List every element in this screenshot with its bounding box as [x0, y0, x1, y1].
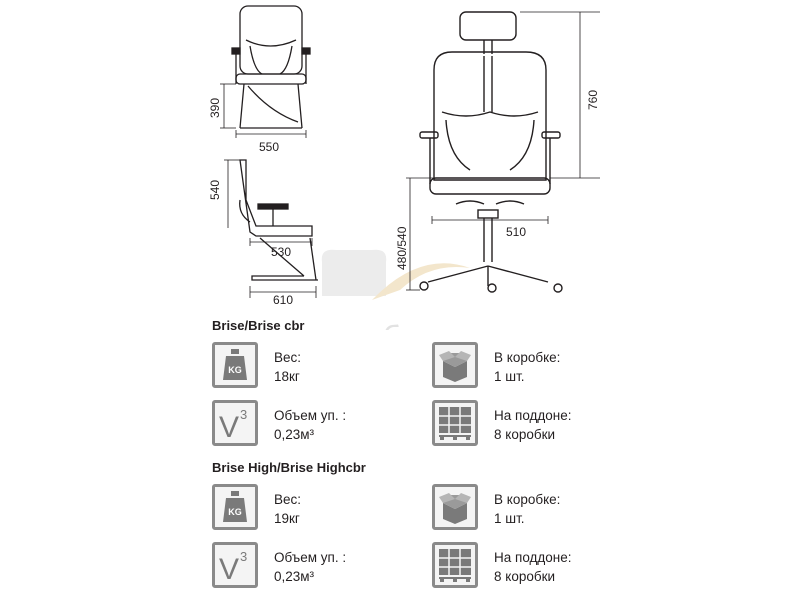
svg-text:V: V: [219, 411, 239, 441]
volume-v3-icon: V 3: [212, 542, 258, 588]
spec-weight: KG Вес: 19кг: [212, 484, 432, 534]
svg-text:3: 3: [240, 549, 247, 564]
spec-label: В коробке:: [494, 350, 561, 365]
svg-text:KG: KG: [228, 507, 242, 517]
watermark-logo: мебеласка: [321, 249, 518, 330]
spec-volume: V 3 Объем уп. : 0,23м³: [212, 400, 432, 450]
front-view-drawing: [231, 5, 311, 129]
high-back-drawing: [419, 11, 563, 293]
box-icon: [432, 342, 478, 388]
svg-text:KG: KG: [228, 365, 242, 375]
dim-side-total-depth: 610: [273, 293, 293, 307]
side-view-drawing: [239, 159, 318, 281]
spec-label: На поддоне:: [494, 408, 572, 423]
dim-front-width: 550: [259, 140, 279, 154]
watermark-text: мебеласка: [340, 321, 518, 330]
svg-text:V: V: [219, 553, 239, 583]
spec-box-count: В коробке: 1 шт.: [432, 342, 652, 392]
weight-kg-icon: KG: [212, 484, 258, 530]
spec-label: Вес:: [274, 492, 302, 507]
svg-text:3: 3: [240, 407, 247, 422]
pallet-icon: [432, 542, 478, 588]
high-dimension-lines: [406, 11, 600, 291]
spec-label: В коробке:: [494, 492, 561, 507]
spec-label: Объем уп. :: [274, 408, 347, 423]
spec-box-count: В коробке: 1 шт.: [432, 484, 652, 534]
spec-pallet: На поддоне: 8 коробки: [432, 542, 652, 592]
dim-high-seat-height: 480/540: [395, 226, 409, 270]
dim-side-back-height: 540: [208, 180, 222, 200]
model-title: Brise High/Brise Highcbr: [212, 460, 366, 475]
side-dimension-lines: [224, 159, 317, 298]
volume-v3-icon: V 3: [212, 400, 258, 446]
spec-label: На поддоне:: [494, 550, 572, 565]
chair-drawings: мебеласка 390 550: [208, 5, 600, 330]
box-icon: [432, 484, 478, 530]
spec-value: 1 шт.: [494, 369, 525, 384]
dim-high-width: 510: [506, 225, 526, 239]
spec-label: Объем уп. :: [274, 550, 347, 565]
front-dimension-lines: [220, 83, 307, 138]
spec-label: Вес:: [274, 350, 302, 365]
spec-weight: KG Вес: 18кг: [212, 342, 432, 392]
spec-value: 1 шт.: [494, 511, 525, 526]
spec-value: 0,23м³: [274, 427, 315, 442]
spec-pallet: На поддоне: 8 коробки: [432, 400, 652, 450]
spec-value: 19кг: [274, 511, 300, 526]
pallet-icon: [432, 400, 478, 446]
spec-value: 8 коробки: [494, 569, 556, 584]
weight-kg-icon: KG: [212, 342, 258, 388]
spec-value: 8 коробки: [494, 427, 556, 442]
dim-side-seat-depth: 530: [271, 245, 291, 259]
spec-value: 18кг: [274, 369, 300, 384]
dim-high-total-height: 760: [586, 90, 600, 110]
dim-front-height: 390: [208, 98, 222, 118]
spec-volume: V 3 Объем уп. : 0,23м³: [212, 542, 432, 592]
spec-value: 0,23м³: [274, 569, 315, 584]
model-title: Brise/Brise cbr: [212, 318, 305, 333]
